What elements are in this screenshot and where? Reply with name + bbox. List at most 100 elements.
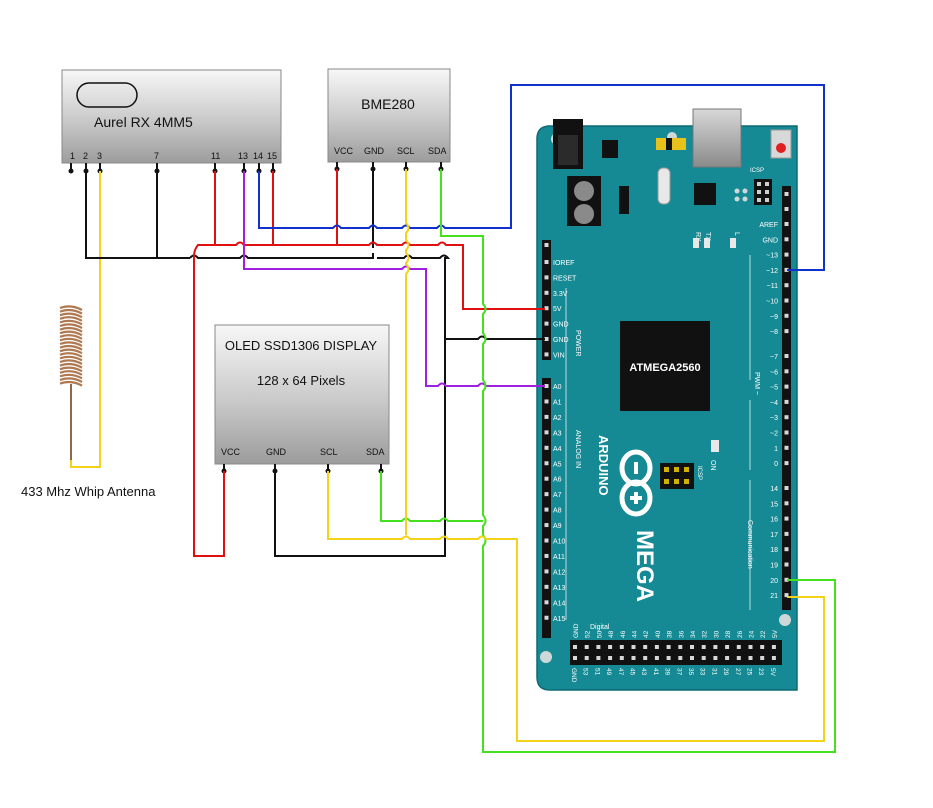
digital-section-label: Digital — [590, 624, 610, 631]
header-pin — [544, 430, 549, 435]
icsp-pins-top — [757, 182, 769, 202]
right-pin-label: ~5 — [770, 385, 778, 392]
bottom-pin-label: 50 — [596, 630, 603, 638]
header-pin — [701, 656, 706, 660]
left-pin-label: A0 — [553, 384, 562, 391]
header-pin — [544, 414, 549, 419]
right-pin-label: ~4 — [770, 400, 778, 407]
bottom-pin-label: 36 — [678, 630, 685, 638]
header-pin — [544, 243, 549, 247]
right-pin-label: 18 — [770, 547, 778, 554]
coil-turn — [59, 323, 83, 329]
led-rx-label: RX — [694, 232, 701, 242]
bottom-pin-label: 31 — [710, 668, 717, 676]
wire-gnd-rx — [85, 171, 190, 259]
bottom-pin-label: 48 — [608, 630, 615, 638]
header-pin — [608, 656, 613, 660]
right-pin-label: ~9 — [770, 314, 778, 321]
oled-pin-label: SDA — [366, 447, 385, 457]
led-rx — [693, 238, 699, 248]
whip-antenna — [59, 305, 83, 462]
wire-gnd-bus — [189, 254, 369, 259]
left-pin-label: A11 — [553, 554, 565, 561]
left-header-pins — [544, 243, 549, 620]
rx-crystal — [76, 82, 138, 108]
regulator — [602, 140, 618, 158]
header-pin — [544, 321, 549, 326]
arduino-logo-icon — [619, 449, 653, 517]
left-pin-label: 5V — [553, 306, 562, 313]
header-pin — [544, 337, 549, 341]
oled-module-body — [214, 324, 390, 465]
header-pin — [544, 492, 549, 497]
header-pin — [631, 645, 636, 649]
header-pin — [544, 275, 549, 280]
bottom-pin-label: 28 — [725, 630, 732, 638]
rx-pin-label: 14 — [253, 151, 263, 161]
oled-module-title: OLED SSD1306 DISPLAY — [225, 338, 378, 353]
right-pin-label: 1 — [774, 446, 778, 453]
right-pin-label: 20 — [770, 578, 778, 585]
bottom-pin-label: 30 — [713, 630, 720, 638]
bottom-pin-label: 47 — [617, 668, 624, 676]
arduino-mega-board: ICSP RX TX L ATMEGA2560 ON ICSP — [536, 108, 798, 691]
header-pin — [771, 645, 776, 649]
header-pin — [784, 415, 789, 420]
wire-sda-oled — [380, 471, 483, 522]
header-pin — [690, 656, 694, 660]
header-pin — [784, 562, 789, 567]
fuse-band — [666, 138, 672, 150]
header-pin — [784, 501, 789, 506]
header-pin — [748, 656, 753, 660]
bottom-pin-label: 22 — [760, 630, 767, 638]
coil-turn — [59, 305, 83, 311]
header-pin — [725, 645, 730, 649]
header-pin — [643, 645, 648, 649]
header-pin — [771, 656, 776, 660]
bottom-pin-label: 39 — [664, 668, 671, 676]
left-pin-label: 3.3V — [553, 291, 568, 298]
right-pin-label: ~13 — [766, 253, 778, 260]
header-pin — [666, 656, 671, 660]
left-pin-label: A13 — [553, 585, 566, 592]
bottom-pin-label: 43 — [640, 668, 647, 676]
header-pin — [544, 538, 549, 543]
oled-pin-label: SCL — [320, 447, 338, 457]
bottom-pin-label: 26 — [737, 630, 744, 638]
wire-gnd-oled — [274, 339, 446, 557]
mcu-label: ATMEGA2560 — [629, 362, 700, 374]
right-pin-label: ~8 — [770, 329, 778, 336]
bme-pin-label: SDA — [428, 146, 447, 156]
header-pin — [784, 298, 789, 303]
rx-pin-label: 15 — [267, 151, 277, 161]
icsp-header-mid — [660, 463, 694, 489]
bottom-pin-label: 52 — [585, 630, 592, 638]
right-header — [782, 186, 791, 610]
bottom-pin-label: 40 — [655, 630, 662, 638]
header-pin — [678, 645, 683, 649]
header-pin — [544, 507, 549, 512]
right-pin-label: 15 — [770, 501, 778, 508]
header-pin — [654, 645, 659, 649]
bottom-pin-label: 38 — [667, 630, 674, 638]
power-jack-inner — [558, 135, 578, 165]
header-pin — [736, 656, 741, 660]
rx-pin-label: 11 — [211, 151, 220, 161]
coil-turn — [59, 344, 83, 351]
header-pin — [784, 399, 789, 404]
bottom-header-pins — [573, 645, 776, 660]
header-pin — [544, 352, 549, 357]
aurel-rx-module: Aurel RX 4MM5 1 2 3 7 11 13 14 15 — [61, 69, 282, 164]
bme-module-title: BME280 — [361, 96, 415, 112]
wires — [68, 84, 836, 753]
bottom-header — [570, 640, 782, 665]
coil-turn — [59, 316, 83, 322]
header-pin — [544, 584, 549, 589]
led-tx-label: TX — [704, 232, 711, 241]
left-pin-label: A3 — [553, 430, 562, 437]
bme-module-body — [327, 68, 451, 163]
oled-pin-label: VCC — [221, 447, 241, 457]
bme-pin-label: VCC — [334, 146, 354, 156]
header-pin — [666, 645, 671, 649]
coil-turn — [59, 373, 83, 380]
